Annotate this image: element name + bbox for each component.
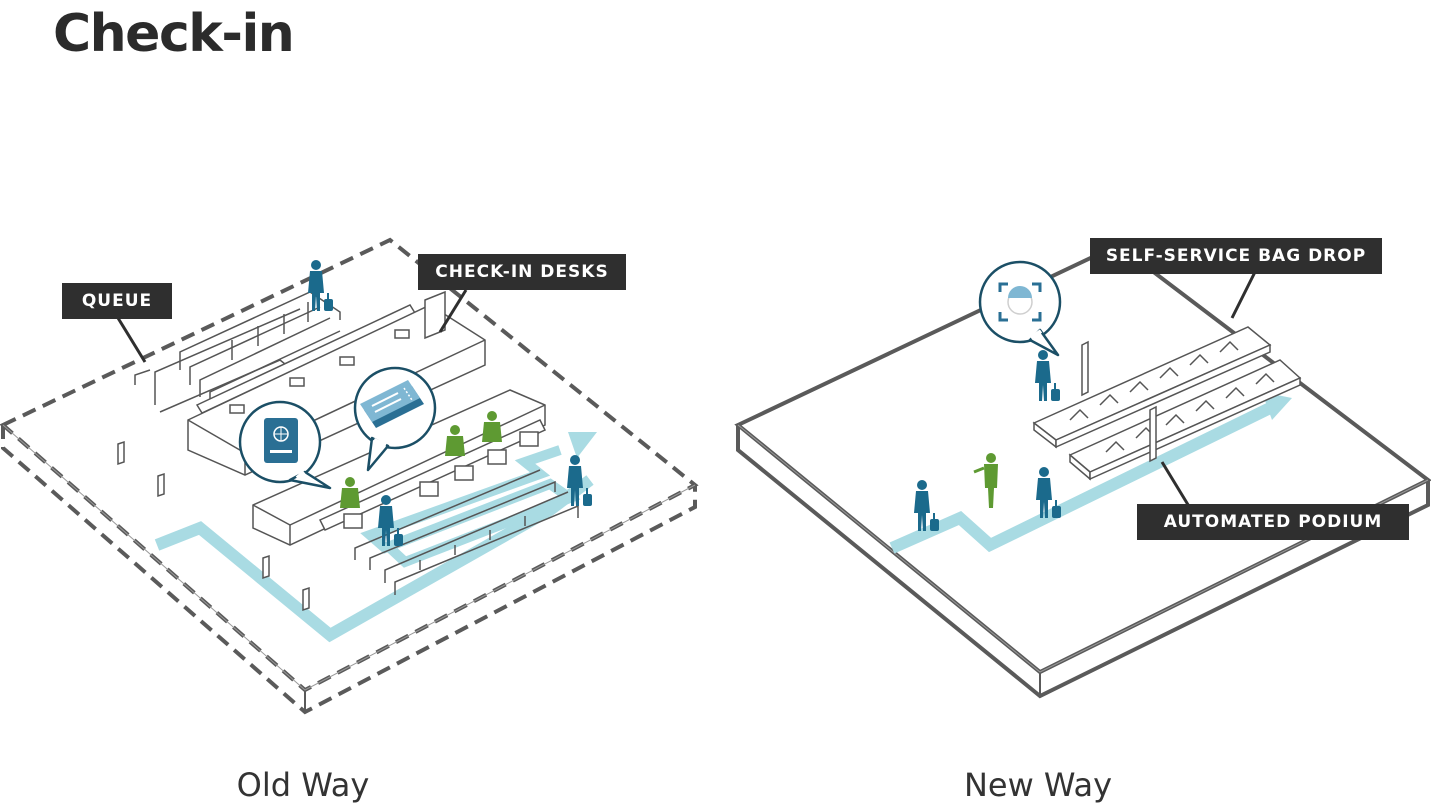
automated-podium-label: AUTOMATED PODIUM xyxy=(1137,504,1409,540)
old-front-queue xyxy=(354,469,579,595)
new-travelers xyxy=(914,350,1061,531)
self-service-bag-drop-label: SELF-SERVICE BAG DROP xyxy=(1090,238,1382,274)
face-scan-icon xyxy=(998,282,1042,322)
new-staff xyxy=(973,453,998,508)
bag-drop-conveyors xyxy=(1032,326,1302,481)
queue-label: QUEUE xyxy=(62,283,172,319)
desks-pointer xyxy=(438,289,468,333)
face-scan-bubble xyxy=(978,260,1062,357)
passport-bubble xyxy=(238,400,332,490)
page-title: Check-in xyxy=(53,4,295,64)
new-way-scene xyxy=(734,242,1431,699)
old-passenger-path xyxy=(154,432,597,643)
podium-pointer xyxy=(1160,461,1192,509)
passport-icon xyxy=(264,418,298,463)
check-in-desks-label: CHECK-IN DESKS xyxy=(418,254,626,290)
new-way-caption: New Way xyxy=(963,766,1113,804)
old-floor-signs xyxy=(117,440,310,612)
queue-pointer xyxy=(116,317,147,363)
old-front-desks xyxy=(252,389,547,546)
old-way-caption: Old Way xyxy=(236,766,370,804)
bag-drop-pointer xyxy=(1230,271,1257,319)
automated-podiums xyxy=(1081,340,1157,463)
boarding-pass-icon xyxy=(360,380,424,428)
boarding-pass-bubble xyxy=(353,366,437,472)
old-way-scene xyxy=(0,237,699,715)
